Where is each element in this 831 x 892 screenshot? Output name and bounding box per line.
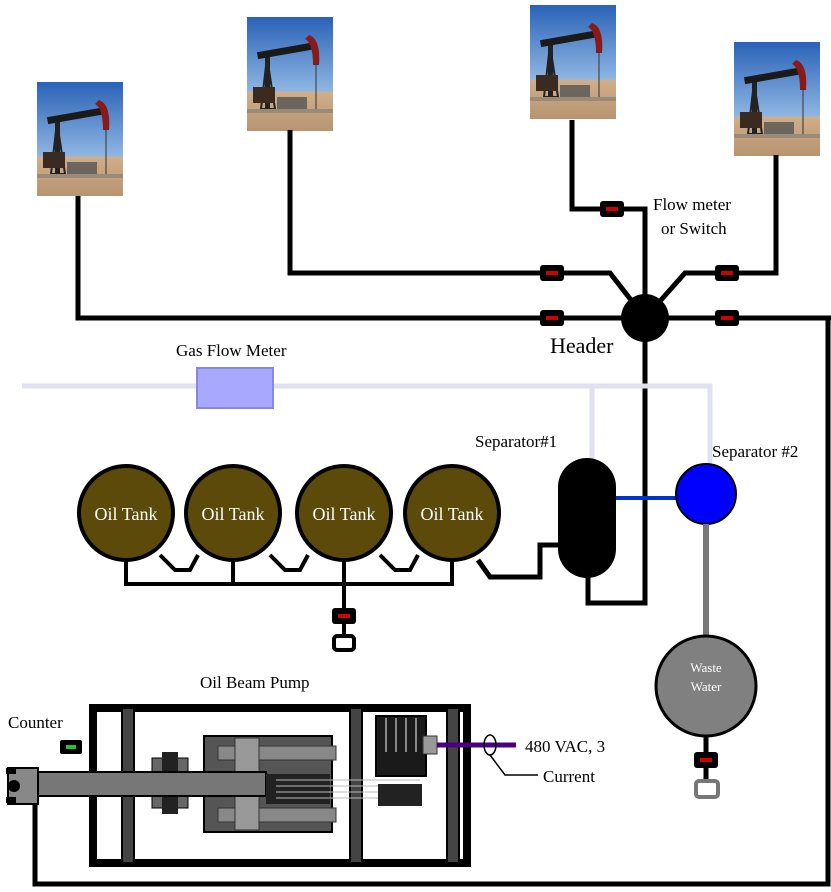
flow-meter-icon bbox=[540, 310, 564, 326]
flow-meter-icon bbox=[600, 201, 624, 217]
header-label: Header bbox=[550, 333, 614, 358]
oil-tank-1-label: Oil Tank bbox=[95, 504, 158, 524]
flow-meter-icon bbox=[715, 265, 739, 281]
waste-water-label-2: Water bbox=[691, 679, 722, 694]
flow-meter-icon bbox=[332, 608, 356, 624]
tank-manifold bbox=[124, 553, 454, 640]
well-1-icon bbox=[36, 81, 124, 197]
oil-beam-pump bbox=[37, 704, 471, 867]
oil-beam-pump-label: Oil Beam Pump bbox=[200, 673, 310, 692]
well-2-icon bbox=[246, 16, 334, 132]
flow-meter-icon bbox=[694, 752, 718, 768]
oil-tank-4-label: Oil Tank bbox=[421, 504, 484, 524]
separator1-to-tanks bbox=[475, 542, 567, 580]
flowline-well-2 bbox=[287, 130, 647, 320]
gas-flow-meter-label: Gas Flow Meter bbox=[176, 341, 287, 360]
gas-line bbox=[22, 383, 713, 468]
separator-1 bbox=[558, 458, 616, 578]
separator-2 bbox=[675, 463, 737, 525]
counter-label: Counter bbox=[8, 713, 63, 732]
separator-1-label: Separator#1 bbox=[475, 432, 557, 451]
header-to-separator1 bbox=[585, 318, 648, 606]
waste-water-label-1: Waste bbox=[690, 660, 722, 675]
return-line bbox=[32, 318, 831, 887]
oil-tank-3 bbox=[295, 464, 393, 562]
well-3-icon bbox=[529, 4, 617, 120]
drain-valve-icon bbox=[694, 779, 720, 799]
wellhead-fitting bbox=[6, 767, 39, 805]
oil-tank-1 bbox=[77, 464, 175, 562]
power-label: 480 VAC, 3 bbox=[525, 737, 605, 756]
drain-valve-icon bbox=[332, 634, 356, 652]
header-manifold bbox=[621, 294, 669, 342]
gas-flow-meter bbox=[196, 367, 274, 409]
oil-tank-2-label: Oil Tank bbox=[202, 504, 265, 524]
flowline-well-3 bbox=[569, 120, 648, 318]
flow-meter-label-1: Flow meter bbox=[653, 195, 731, 214]
separator-2-label: Separator #2 bbox=[712, 442, 798, 461]
flowline-well-1 bbox=[75, 196, 645, 321]
current-label: Current bbox=[543, 767, 595, 786]
oil-tank-2 bbox=[184, 464, 282, 562]
flow-meter-icon bbox=[715, 310, 739, 326]
oil-tanks: Oil Tank Oil Tank Oil Tank Oil Tank bbox=[77, 464, 501, 562]
flow-meter-icon bbox=[540, 265, 564, 281]
well-4-icon bbox=[733, 41, 821, 157]
flow-meter-label-2: or Switch bbox=[661, 219, 727, 238]
oil-tank-3-label: Oil Tank bbox=[313, 504, 376, 524]
oil-tank-4 bbox=[403, 464, 501, 562]
